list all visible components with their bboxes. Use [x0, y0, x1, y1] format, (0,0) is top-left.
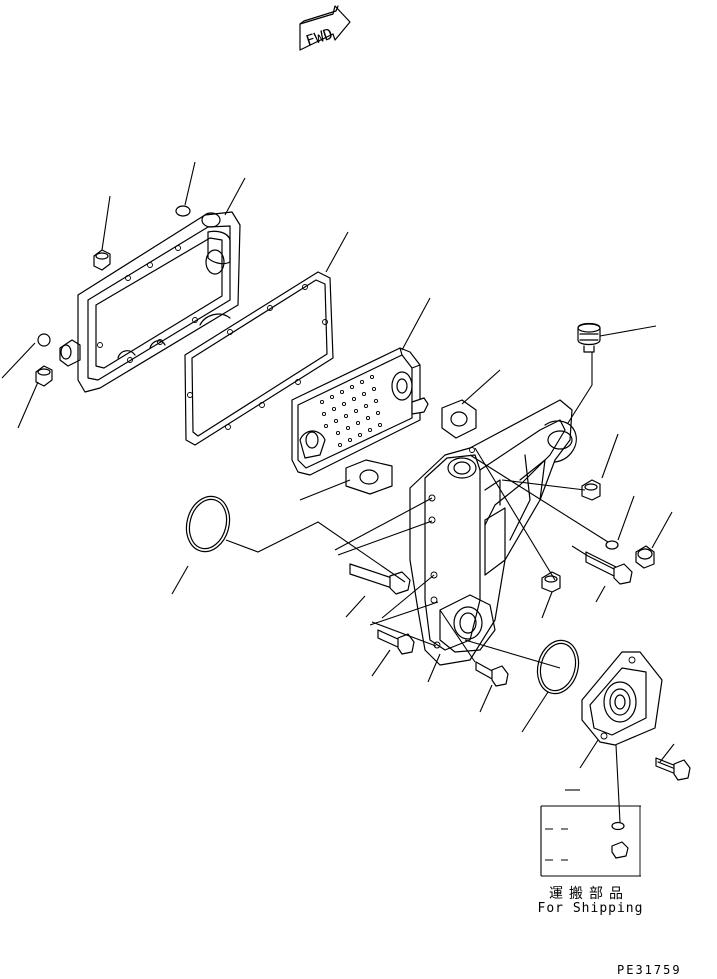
fwd-label: FWD [304, 25, 335, 50]
bolt-flange [655, 757, 691, 781]
cover-nut-left [35, 365, 53, 387]
shipping-box [540, 789, 641, 877]
cover-nut-upper [93, 249, 111, 271]
bolt-left-upper [349, 563, 411, 595]
element-gasket-lower [345, 459, 393, 495]
nut-center [541, 571, 561, 593]
fwd-arrow-icon: FWD [299, 5, 351, 51]
oil-pump-flange [581, 651, 663, 746]
large-oring-left [185, 495, 231, 553]
nut-right [581, 479, 601, 501]
shipping-label-jp: 運搬部品 [549, 886, 629, 902]
bolt-left-lower [377, 629, 415, 655]
element-gasket-upper [441, 399, 477, 439]
bolt-short-right [635, 545, 655, 569]
cooler-gasket [184, 271, 334, 446]
oil-cooler-core [291, 347, 429, 476]
drawing-number: PE31759 [617, 963, 682, 977]
oil-cooler-housing [409, 399, 577, 666]
bolt-upper-right [585, 551, 633, 585]
leader-lines [1, 161, 675, 823]
cover-oring-left [37, 333, 51, 347]
washer-right [605, 540, 619, 550]
vent-plug [577, 322, 601, 353]
oil-cooler-cover [59, 211, 241, 393]
cover-oring-small [175, 205, 191, 217]
bolt-lower-center [475, 661, 509, 687]
shipping-label-en: For Shipping [537, 901, 644, 916]
